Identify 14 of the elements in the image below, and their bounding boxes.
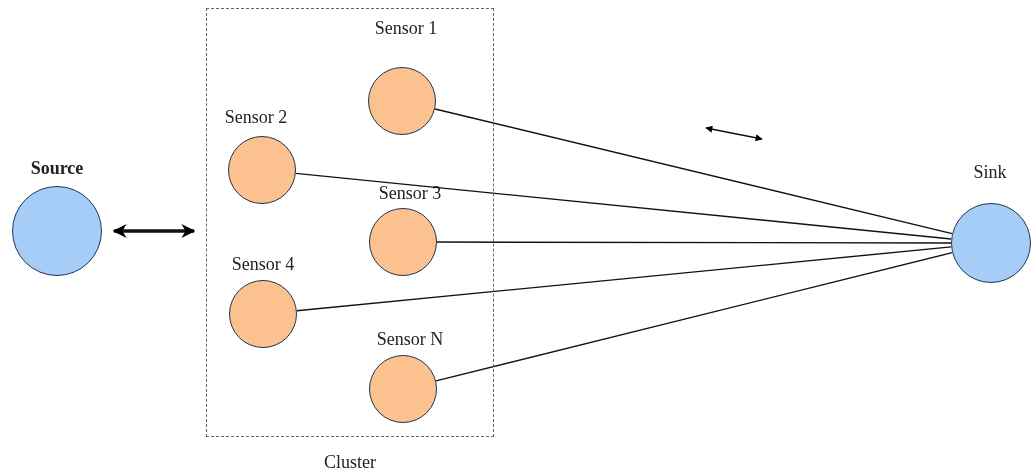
node-label: Sensor 3 — [378, 184, 442, 202]
link-line — [436, 241, 952, 244]
double-arrow — [112, 224, 196, 238]
link-line — [295, 172, 952, 240]
link-line — [296, 246, 952, 312]
node-label: Sensor N — [376, 330, 444, 348]
node-label: Sink — [973, 163, 1007, 181]
node-label: Cluster — [324, 453, 376, 471]
link-line — [434, 108, 953, 235]
node-label: Sensor 4 — [231, 255, 295, 273]
link-line — [435, 251, 953, 382]
node-label: Source — [30, 159, 84, 177]
node-label: Sensor 2 — [224, 108, 288, 126]
node-label: Sensor 1 — [374, 19, 438, 37]
